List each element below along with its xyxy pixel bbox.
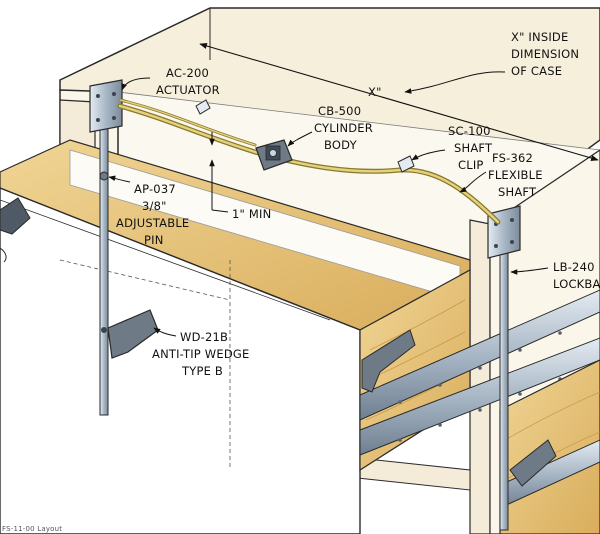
figure-caption: FS-11-00 Layout <box>2 525 62 533</box>
label-lb240: LB-240 LOCKBAR <box>553 260 600 291</box>
drawer-inner <box>0 187 361 534</box>
drawer-wedge-bracket <box>361 329 416 393</box>
lower-slide <box>359 337 600 456</box>
svg-text:SHAFT: SHAFT <box>454 141 493 155</box>
label-sc100: SC-100 SHAFT CLIP <box>448 124 493 172</box>
left-bracket <box>0 197 31 235</box>
svg-text:X" INSIDE: X" INSIDE <box>511 30 568 44</box>
cabinet-right-stile <box>469 219 491 534</box>
label-x-inside: X" INSIDE DIMENSION OF CASE <box>511 30 579 78</box>
svg-text:CB-500: CB-500 <box>318 104 361 118</box>
svg-text:AP-037: AP-037 <box>134 182 176 196</box>
label-fs362: FS-362 FLEXIBLE SHAFT <box>488 151 543 199</box>
svg-text:LB-240: LB-240 <box>553 260 595 274</box>
leader-ac200 <box>121 77 151 91</box>
label-cb500: CB-500 CYLINDER BODY <box>314 104 373 152</box>
upper-slide <box>359 289 600 421</box>
svg-text:WD-21B: WD-21B <box>180 330 228 344</box>
label-x-dimension: X" <box>368 85 382 99</box>
svg-text:SHAFT: SHAFT <box>498 185 537 199</box>
leader-lb240 <box>510 267 549 275</box>
x-dimension-line <box>199 42 599 162</box>
leader-cb500 <box>287 131 313 147</box>
svg-text:TYPE B: TYPE B <box>181 364 223 378</box>
label-min: 1" MIN <box>232 207 271 221</box>
svg-text:ANTI-TIP WEDGE: ANTI-TIP WEDGE <box>152 347 249 361</box>
leader-sc100 <box>411 149 446 161</box>
lower-drawer <box>499 359 600 534</box>
leader-wd21b <box>153 327 177 337</box>
svg-text:AC-200: AC-200 <box>166 66 209 80</box>
leader-fs362 <box>459 171 487 193</box>
leader-x-inside <box>404 71 506 94</box>
lower-wedge <box>509 439 557 487</box>
svg-text:CYLINDER: CYLINDER <box>314 121 373 135</box>
svg-text:LOCKBAR: LOCKBAR <box>553 277 600 291</box>
actuator-bracket <box>89 79 123 133</box>
svg-text:SC-100: SC-100 <box>448 124 491 138</box>
upper-drawer <box>0 139 471 534</box>
svg-text:FLEXIBLE: FLEXIBLE <box>488 168 543 182</box>
svg-text:CLIP: CLIP <box>458 158 484 172</box>
leader-ap037 <box>108 175 131 183</box>
anti-tip-wedge <box>107 309 159 359</box>
drawer-slides <box>359 289 600 456</box>
svg-text:ACTUATOR: ACTUATOR <box>156 83 220 97</box>
label-ac200: AC-200 ACTUATOR <box>156 66 220 97</box>
svg-text:FS-362: FS-362 <box>492 151 533 165</box>
min-leader <box>211 209 229 213</box>
label-wd21b: WD-21B ANTI-TIP WEDGE TYPE B <box>152 330 249 378</box>
svg-text:ADJUSTABLE: ADJUSTABLE <box>116 216 189 230</box>
label-ap037: AP-037 3/8" ADJUSTABLE PIN <box>116 182 189 247</box>
svg-text:DIMENSION: DIMENSION <box>511 47 579 61</box>
svg-text:OF CASE: OF CASE <box>511 64 562 78</box>
svg-text:BODY: BODY <box>324 138 358 152</box>
svg-text:3/8": 3/8" <box>142 199 167 213</box>
left-lockbar <box>89 79 159 416</box>
adjustable-pin <box>99 171 109 181</box>
svg-text:PIN: PIN <box>144 233 164 247</box>
